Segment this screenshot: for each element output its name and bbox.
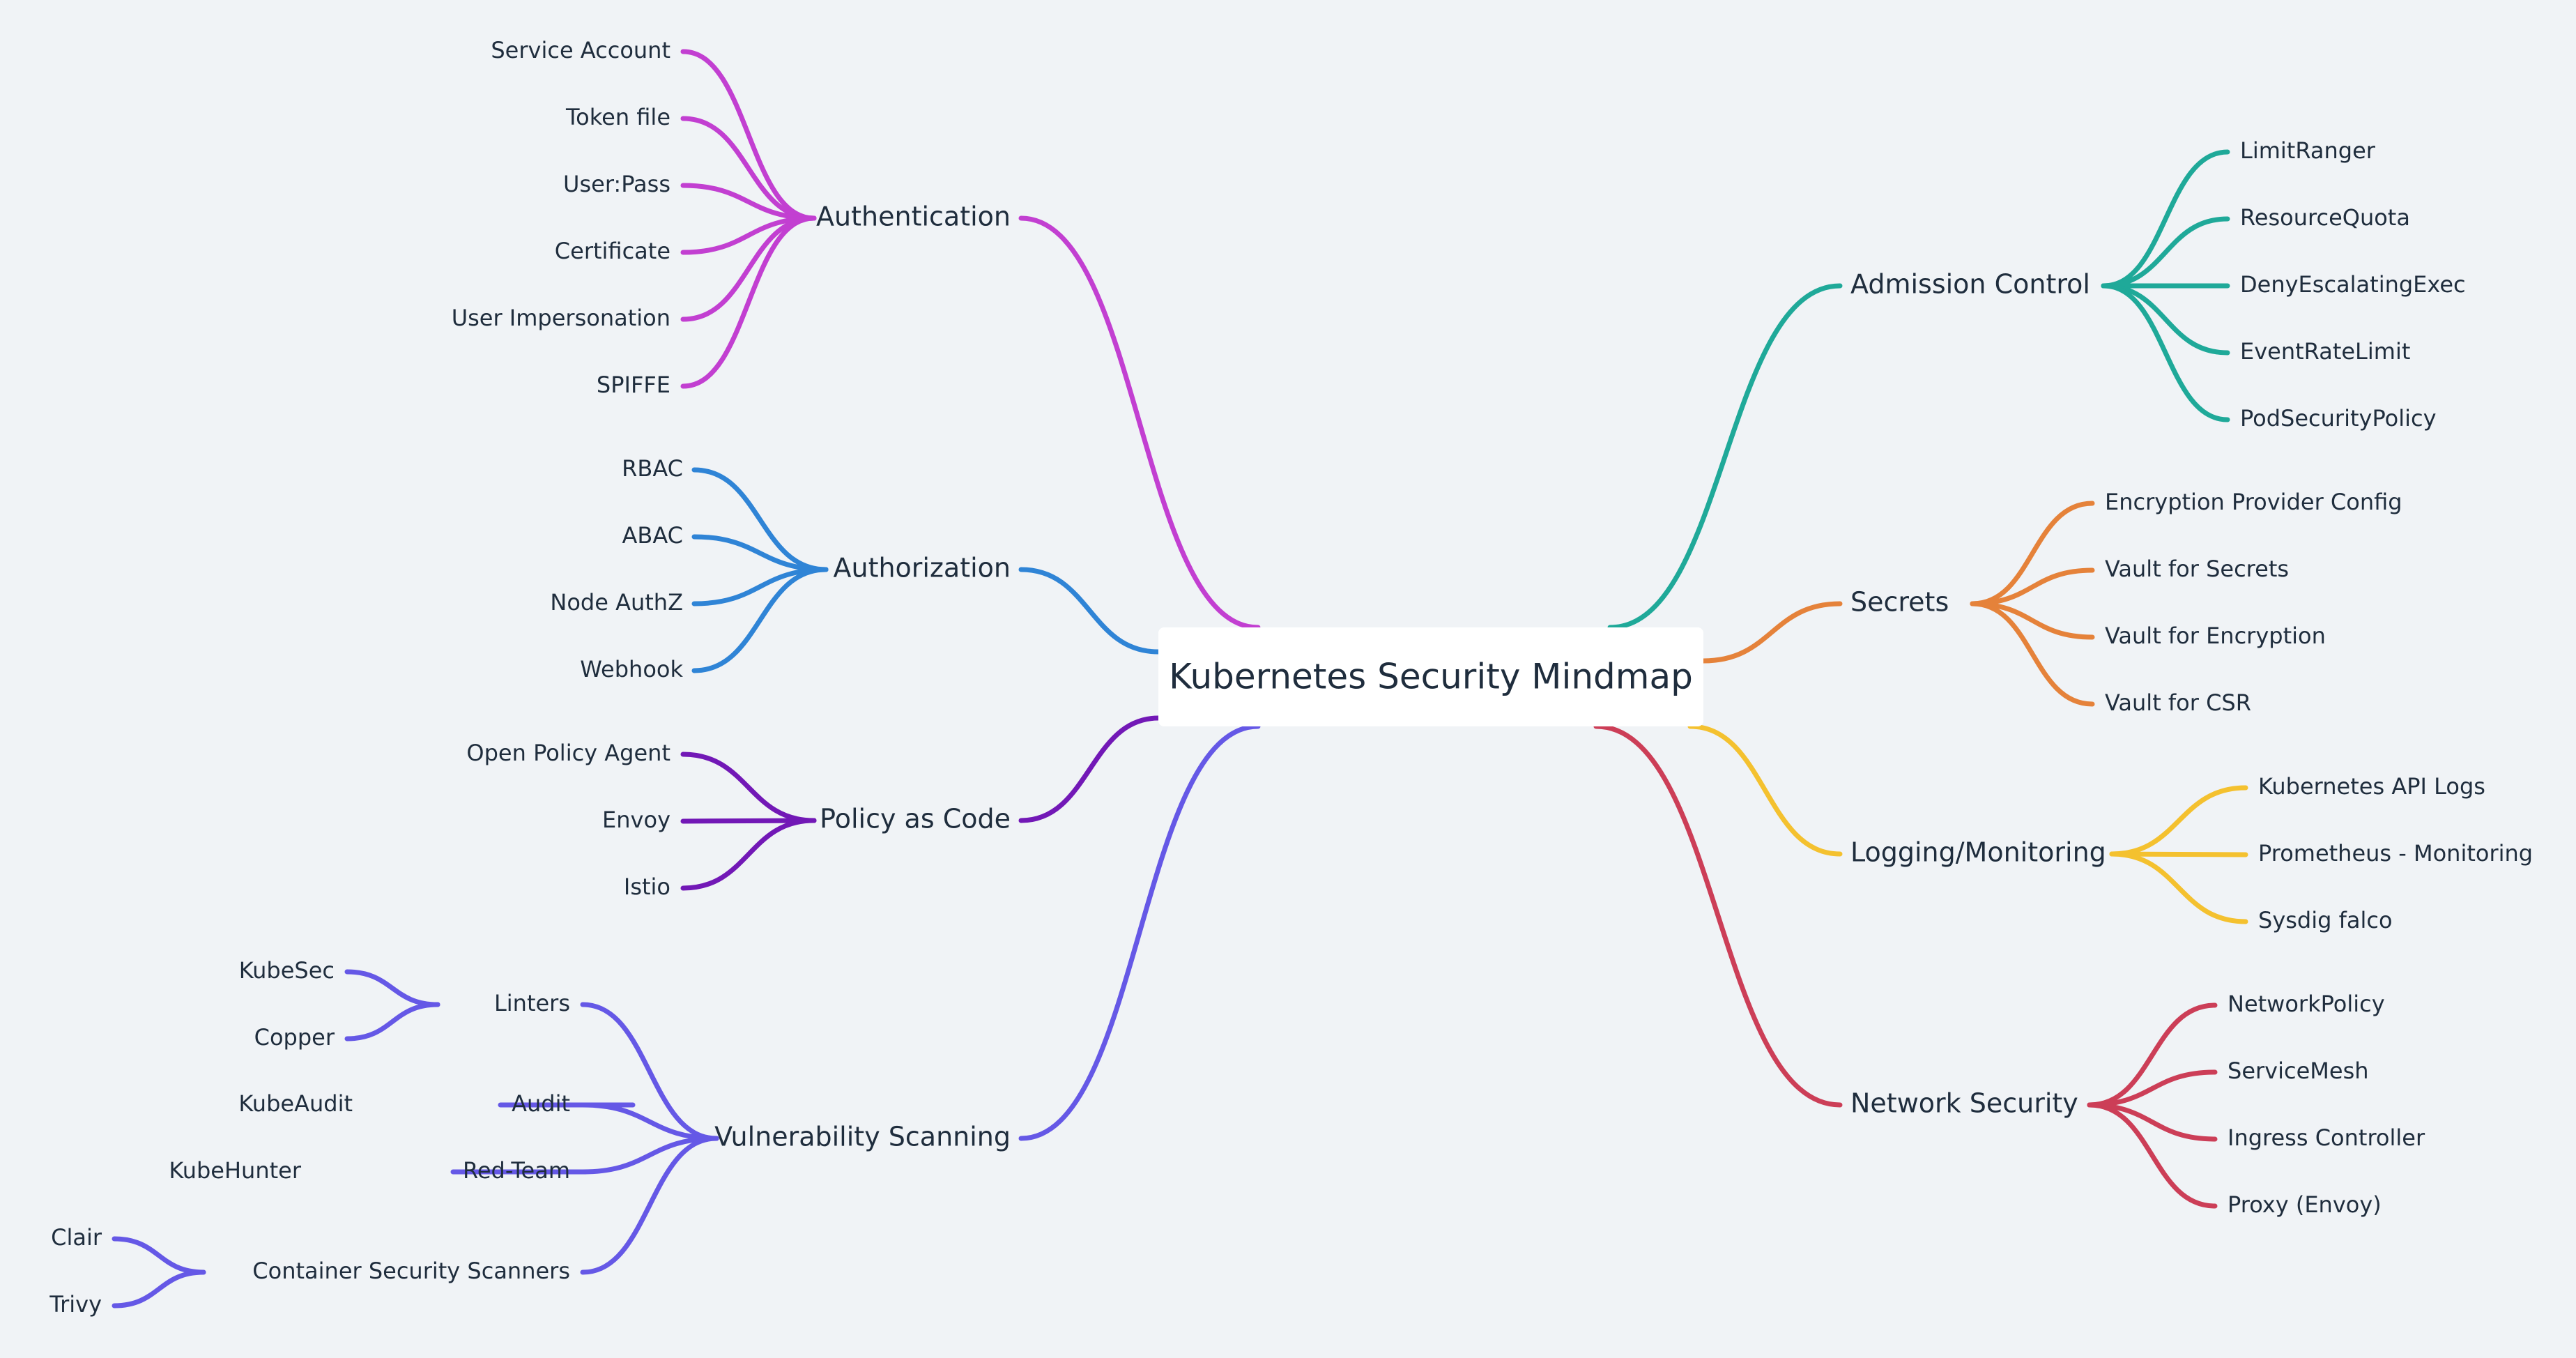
link-admission-control-eventratelimit — [2101, 283, 2230, 356]
leaf-proxy-envoy[interactable]: Proxy (Envoy) — [2228, 1191, 2382, 1218]
leaf-istio[interactable]: Istio — [624, 873, 670, 900]
leaf-certificate[interactable]: Certificate — [555, 238, 670, 264]
link-root-secrets — [1701, 601, 1843, 664]
link-network-security-networkpolicy — [2087, 1002, 2218, 1108]
leaf-user-impersonation[interactable]: User Impersonation — [452, 305, 670, 331]
leaf-servicemesh[interactable]: ServiceMesh — [2228, 1058, 2369, 1084]
branch-vulnerability-scanning[interactable]: Vulnerability Scanning — [714, 1122, 1011, 1152]
leaf-vault-for-secrets[interactable]: Vault for Secrets — [2105, 556, 2289, 582]
subbranch-red-team[interactable]: Red-Team — [463, 1157, 570, 1184]
leaf-denyescalatingexec[interactable]: DenyEscalatingExec — [2240, 271, 2466, 298]
leaf-rbac[interactable]: RBAC — [622, 455, 683, 482]
mindmap-links — [112, 49, 2248, 1309]
leaf-kubeaudit[interactable]: KubeAudit — [238, 1090, 353, 1117]
leaf-abac[interactable]: ABAC — [622, 522, 683, 549]
link-authorization-abac — [691, 534, 829, 572]
leaf-trivy[interactable]: Trivy — [49, 1291, 102, 1318]
link-logging-monitoring-kubernetes-api-logs — [2109, 785, 2248, 857]
leaf-envoy[interactable]: Envoy — [602, 807, 670, 833]
leaf-encryption-provider-config[interactable]: Encryption Provider Config — [2105, 489, 2402, 515]
link-network-security-proxy-envoy — [2087, 1102, 2218, 1209]
link-policy-as-code-istio — [680, 818, 817, 891]
link-root-logging-monitoring — [1687, 724, 1843, 857]
leaf-resourcequota[interactable]: ResourceQuota — [2240, 204, 2410, 231]
leaf-webhook[interactable]: Webhook — [580, 656, 683, 682]
branch-authorization[interactable]: Authorization — [833, 553, 1011, 583]
link-authorization-node-authz — [691, 567, 829, 606]
root-node-title: Kubernetes Security Mindmap — [1169, 657, 1693, 697]
link-authentication-token-file — [680, 116, 817, 221]
link-container-security-scanners-trivy — [112, 1269, 206, 1309]
link-root-vulnerability-scanning — [1018, 724, 1261, 1141]
branch-network-security[interactable]: Network Security — [1850, 1088, 2078, 1119]
link-admission-control-podsecuritypolicy — [2101, 283, 2230, 422]
link-authorization-rbac — [691, 467, 829, 572]
leaf-eventratelimit[interactable]: EventRateLimit — [2240, 338, 2410, 365]
link-root-policy-as-code — [1018, 715, 1161, 823]
leaf-clair[interactable]: Clair — [51, 1224, 102, 1251]
link-authentication-service-account — [680, 49, 817, 221]
leaf-ingress-controller[interactable]: Ingress Controller — [2228, 1124, 2425, 1151]
link-admission-control-resourcequota — [2101, 216, 2230, 289]
subbranch-container-security-scanners[interactable]: Container Security Scanners — [252, 1258, 570, 1284]
leaf-service-account[interactable]: Service Account — [491, 37, 670, 63]
branch-logging-monitoring[interactable]: Logging/Monitoring — [1850, 837, 2106, 868]
branch-policy-as-code[interactable]: Policy as Code — [820, 804, 1011, 834]
link-linters-kubesec — [344, 969, 440, 1007]
leaf-networkpolicy[interactable]: NetworkPolicy — [2228, 991, 2385, 1017]
subbranch-audit[interactable]: Audit — [512, 1090, 570, 1117]
leaf-node-authz[interactable]: Node AuthZ — [550, 589, 683, 616]
link-root-admission-control — [1607, 283, 1843, 630]
leaf-limitranger[interactable]: LimitRanger — [2240, 137, 2376, 164]
link-secrets-vault-for-secrets — [1970, 567, 2095, 606]
link-authentication-user-impersonation — [680, 215, 817, 322]
leaf-prometheus-monitoring[interactable]: Prometheus - Monitoring — [2258, 840, 2533, 867]
link-authentication-certificate — [680, 215, 817, 255]
link-root-authentication — [1018, 215, 1261, 630]
branch-secrets[interactable]: Secrets — [1850, 587, 1949, 618]
link-linters-copper — [344, 1002, 440, 1042]
link-vulnerability-scanning-container-security-scanners — [580, 1136, 719, 1275]
link-authentication-spiffe — [680, 215, 817, 389]
leaf-open-policy-agent[interactable]: Open Policy Agent — [466, 740, 670, 766]
link-logging-monitoring-sysdig-falco — [2109, 851, 2248, 924]
branch-admission-control[interactable]: Admission Control — [1850, 269, 2090, 300]
link-vulnerability-scanning-red-team — [580, 1136, 719, 1175]
link-network-security-ingress-controller — [2087, 1102, 2218, 1142]
subbranch-linters[interactable]: Linters — [494, 990, 570, 1016]
link-root-authorization — [1018, 567, 1161, 655]
link-secrets-vault-for-encryption — [1970, 601, 2095, 640]
link-network-security-servicemesh — [2087, 1069, 2218, 1108]
leaf-spiffe[interactable]: SPIFFE — [597, 372, 670, 398]
link-policy-as-code-open-policy-agent — [680, 752, 817, 823]
link-authorization-webhook — [691, 567, 829, 673]
link-logging-monitoring-prometheus-monitoring — [2109, 851, 2248, 857]
leaf-podsecuritypolicy[interactable]: PodSecurityPolicy — [2240, 405, 2437, 432]
root-node-box — [1158, 627, 1703, 726]
leaf-token-file[interactable]: Token file — [565, 104, 670, 130]
leaf-kubehunter[interactable]: KubeHunter — [169, 1157, 302, 1184]
link-secrets-encryption-provider-config — [1970, 501, 2095, 606]
link-secrets-vault-for-csr — [1970, 601, 2095, 707]
leaf-vault-for-encryption[interactable]: Vault for Encryption — [2105, 623, 2326, 649]
leaf-copper[interactable]: Copper — [254, 1024, 335, 1051]
link-authentication-user-pass — [680, 183, 817, 221]
leaf-sysdig-falco[interactable]: Sysdig falco — [2258, 907, 2393, 933]
leaf-vault-for-csr[interactable]: Vault for CSR — [2105, 689, 2251, 716]
root-node[interactable]: Kubernetes Security Mindmap — [1158, 627, 1703, 726]
leaf-user-pass[interactable]: User:Pass — [563, 171, 670, 197]
link-container-security-scanners-clair — [112, 1236, 206, 1275]
link-root-network-security — [1593, 724, 1843, 1108]
link-vulnerability-scanning-linters — [580, 1002, 719, 1141]
leaf-kubernetes-api-logs[interactable]: Kubernetes API Logs — [2258, 773, 2485, 800]
branch-authentication[interactable]: Authentication — [816, 201, 1011, 232]
link-admission-control-limitranger — [2101, 149, 2230, 289]
leaf-kubesec[interactable]: KubeSec — [239, 957, 335, 984]
